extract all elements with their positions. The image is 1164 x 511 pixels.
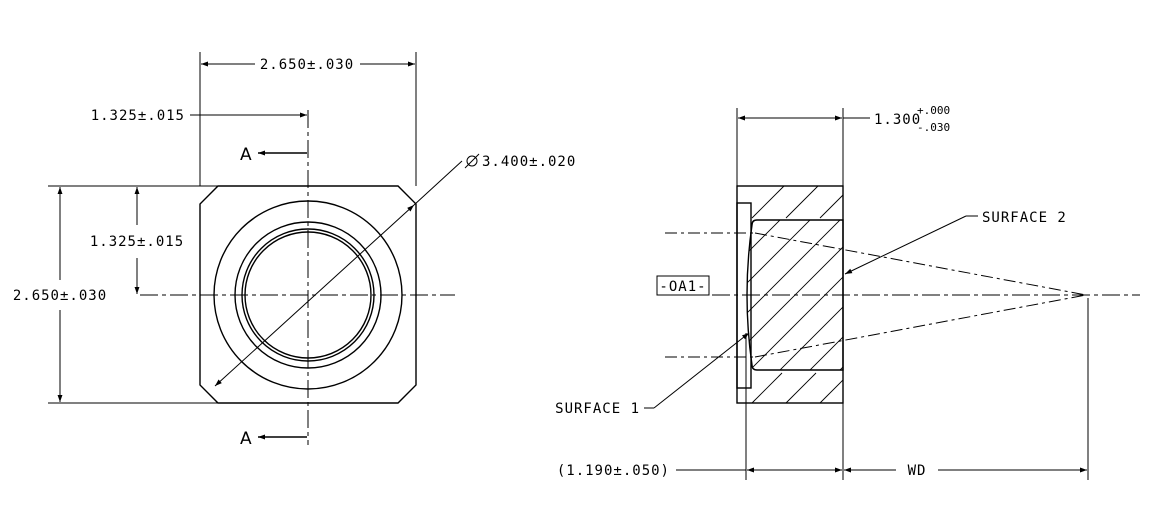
housing-outline (199, 185, 417, 404)
front-view: 2.650±.030 1.325±.015 1.325±.015 2.650±.… (13, 52, 576, 449)
thickness-dimension: 1.300 (874, 112, 921, 128)
width-dimension: 2.650±.030 (260, 57, 354, 73)
housing-hatch (751, 185, 844, 404)
half-height-dimension: 1.325±.015 (90, 234, 184, 250)
half-width-dimension: 1.325±.015 (91, 108, 185, 124)
height-dimension: 2.650±.030 (13, 288, 107, 304)
ray-upper (754, 232, 1087, 296)
back-focal-length-dimension: (1.190±.050) (557, 463, 670, 479)
optical-axis-label: -OA1- (659, 279, 706, 295)
diameter-dimension: 3.400±.020 (482, 154, 576, 170)
surface-1-label: SURFACE 1 (555, 401, 640, 417)
lens-element (746, 219, 844, 371)
ray-lower (754, 294, 1087, 358)
thickness-tol-plus: +.000 (917, 104, 950, 117)
section-label-top: A (240, 145, 252, 165)
thickness-tol-minus: -.030 (917, 121, 950, 134)
working-distance-label: WD (908, 463, 927, 479)
section-label-bottom: A (240, 429, 252, 449)
side-view: -OA1- 1.300 +.000 -.030 SURFACE 2 SURFAC… (555, 104, 1140, 480)
diameter-symbol-icon (464, 153, 480, 169)
surface-2-label: SURFACE 2 (982, 210, 1067, 226)
